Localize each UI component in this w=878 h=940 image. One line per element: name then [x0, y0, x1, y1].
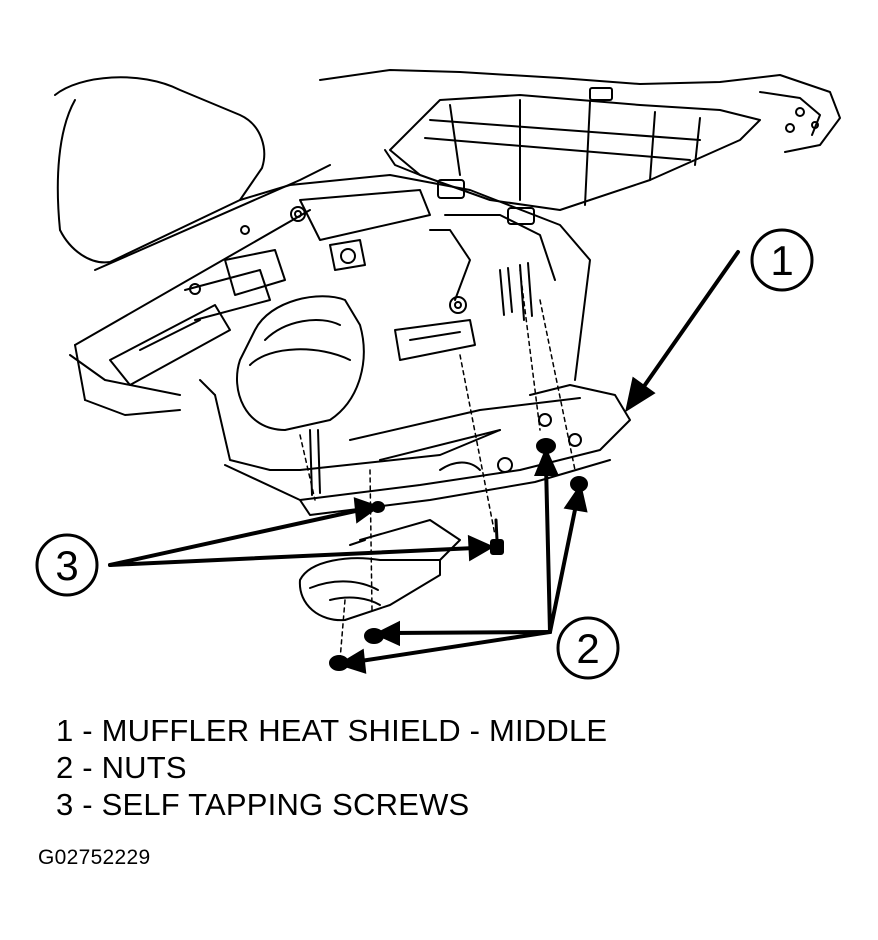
callout-leaders: [108, 250, 740, 674]
callout-2-number: 2: [576, 625, 599, 672]
floor-pan: [184, 174, 591, 381]
legend-item: 1 - MUFFLER HEAT SHIELD - MIDDLE: [56, 713, 608, 748]
legend: 1 - MUFFLER HEAT SHIELD - MIDDLE 2 - NUT…: [56, 712, 607, 823]
rear-floor-crossmember: [319, 69, 841, 225]
callout-3-number: 3: [55, 542, 78, 589]
callout-3: 3: [35, 533, 99, 597]
exhaust-tunnel: [199, 295, 501, 471]
legend-item: 3 - SELF TAPPING SCREWS: [56, 787, 470, 822]
fastener-guides: [299, 269, 576, 661]
callout-1: 1: [750, 228, 814, 292]
muffler-heat-shield-middle: [224, 384, 631, 516]
legend-item: 2 - NUTS: [56, 750, 187, 785]
studs: [309, 262, 533, 496]
lower-exhaust-shield: [298, 519, 461, 622]
underbody-illustration: 1 2 3: [35, 69, 841, 680]
body-side-panel: [54, 76, 331, 416]
figure-id: G02752229: [38, 846, 151, 869]
callout-1-number: 1: [770, 237, 793, 284]
callout-2: 2: [556, 616, 620, 680]
